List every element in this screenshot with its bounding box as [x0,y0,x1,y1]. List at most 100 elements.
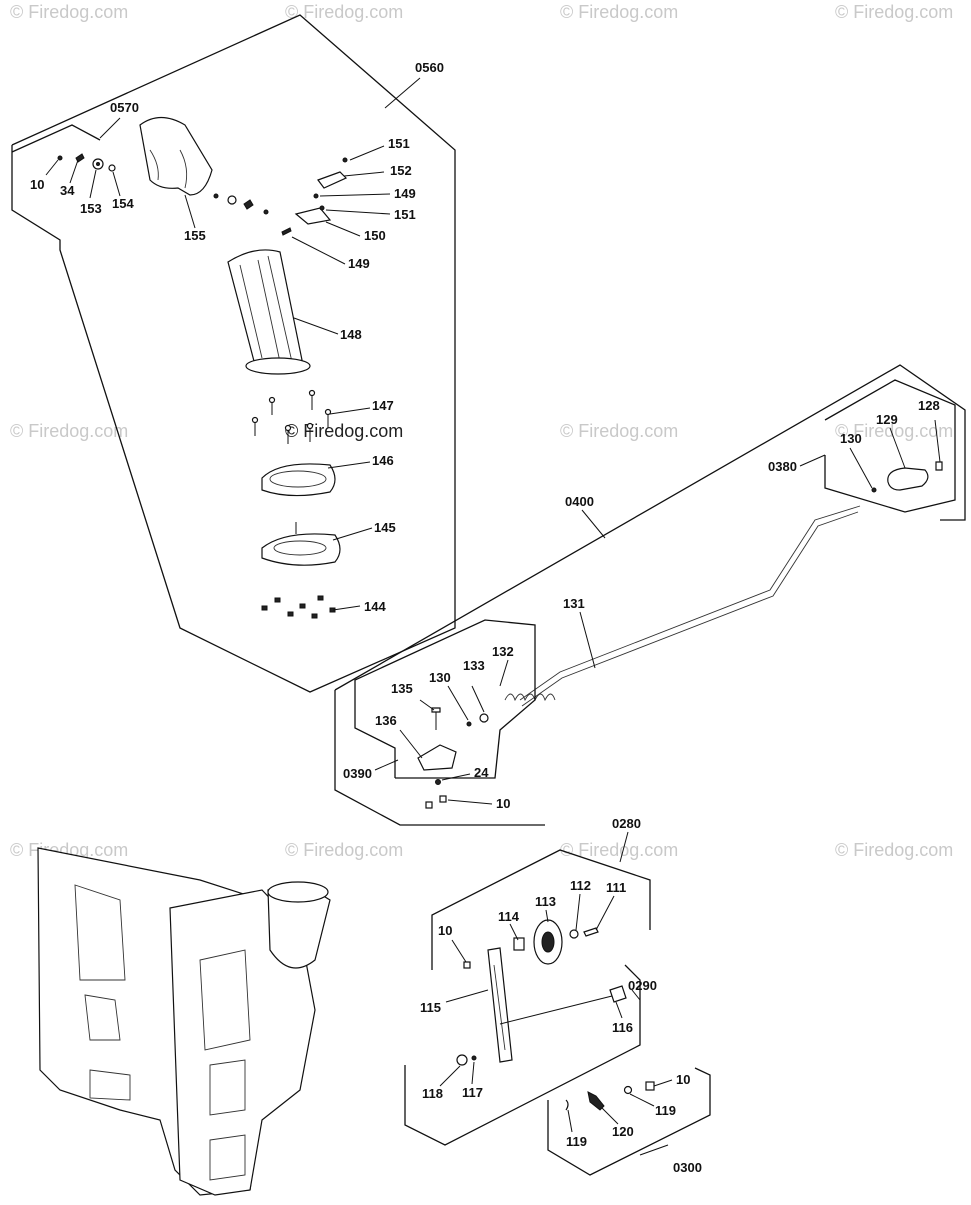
pin-128 [935,461,943,471]
leader-119 [567,1109,573,1133]
plate-145-inner [273,540,327,556]
group-0380-outline [824,379,956,513]
callout-115: 115 [420,1000,441,1015]
callout-111: 111 [606,880,626,895]
callout-131: 131 [563,596,585,611]
nuts-144 [261,595,336,619]
group-0390-leader [374,759,399,771]
group-0560: 0560 0570 [11,14,456,693]
watermark: © Firedog.com [560,840,678,860]
leader-118 [439,1065,461,1087]
nut-151 [342,157,348,163]
leader-115 [445,989,489,1003]
housing-panel [209,1134,246,1181]
hardware [213,193,219,199]
rod-131 [519,505,861,701]
group-0290-outline [404,964,641,1146]
watermark: © Firedog.com [285,2,403,22]
callout-136: 136 [375,713,397,728]
ring-146-inner [269,470,327,488]
callout-150: 150 [364,228,386,243]
group-0290-leader [631,989,641,1001]
leader-133 [471,685,485,713]
callout-149: 149 [394,186,416,201]
grip-129 [887,467,929,491]
watermark: © Firedog.com [10,2,128,22]
callout-145: 145 [374,520,396,535]
spring-132 [504,693,556,702]
bracket-150 [294,207,332,225]
leader-116 [615,1001,623,1019]
watermark: © Firedog.com [10,421,128,441]
bracket-136 [417,744,457,771]
group-0380-leader [799,454,826,467]
callout-133: 133 [463,658,485,673]
washer-24 [435,779,441,785]
watermark: © Firedog.com [560,2,678,22]
nut-10 [425,801,433,809]
bolt-149 [281,227,292,236]
callout-132: 132 [492,644,514,659]
watermark: © Firedog.com [835,840,953,860]
leader-136 [399,729,423,759]
watermark-main: © Firedog.com [285,421,403,441]
watermark: © Firedog.com [285,840,403,860]
group-0280-outline [431,849,651,970]
watermarks: © Firedog.com © Firedog.com © Firedog.co… [10,2,953,860]
leader-117 [471,1061,475,1085]
callout-147: 147 [372,398,394,413]
group-0560-leader [384,77,421,109]
callout-116: 116 [612,1020,633,1035]
housing-panel [199,949,251,1051]
group-0280-label: 0280 [612,816,641,831]
housing-panel [89,1069,131,1101]
group-0280-leader [619,831,629,863]
callout-130: 130 [840,431,862,446]
nut-10 [463,961,471,969]
chute-148-base [245,357,311,375]
washer-130 [871,487,877,493]
leader-120 [601,1107,619,1125]
leader-114 [509,923,519,941]
deflector-detail [149,149,188,189]
callout-117: 117 [462,1085,483,1100]
leader-128 [934,419,941,463]
bolt-116 [609,985,627,1003]
callout-146: 146 [372,453,394,468]
callout-152: 152 [390,163,412,178]
group-0570-label: 0570 [110,100,139,115]
leaders-0560 [45,145,391,611]
callout-155: 155 [184,228,206,243]
group-0290-label: 0290 [628,978,657,993]
leader-131 [579,611,596,669]
group-0280: 0280 10 114 113 112 111 115 [420,816,651,1063]
hardware [227,195,237,205]
callout-144: 144 [364,599,386,614]
bolts-147 [251,389,332,444]
callout-129: 129 [876,412,898,427]
housing-panel [84,994,121,1041]
group-0390-label: 0390 [343,766,372,781]
nut-151 [319,205,325,211]
washer-112 [569,929,579,939]
callout-120: 120 [612,1124,634,1139]
group-0300-outline [547,1067,711,1176]
washer-130 [466,721,472,727]
leader-119 [629,1093,655,1107]
group-0400-outline-top [334,364,966,691]
plate-145 [261,533,341,566]
group-0400-leader [581,509,606,539]
idler-arm-115 [487,947,513,1063]
blower-housing [37,847,331,1196]
hardware [263,209,269,215]
clip-119 [565,1099,569,1111]
housing-panel [209,1059,246,1116]
callout-148: 148 [340,327,362,342]
callout-10: 10 [438,923,452,938]
ring-146 [261,463,336,497]
watermark: © Firedog.com [560,421,678,441]
bolt-135-head [431,707,441,713]
group-0560-outline [11,14,456,693]
pulley-113-hub [541,931,555,953]
